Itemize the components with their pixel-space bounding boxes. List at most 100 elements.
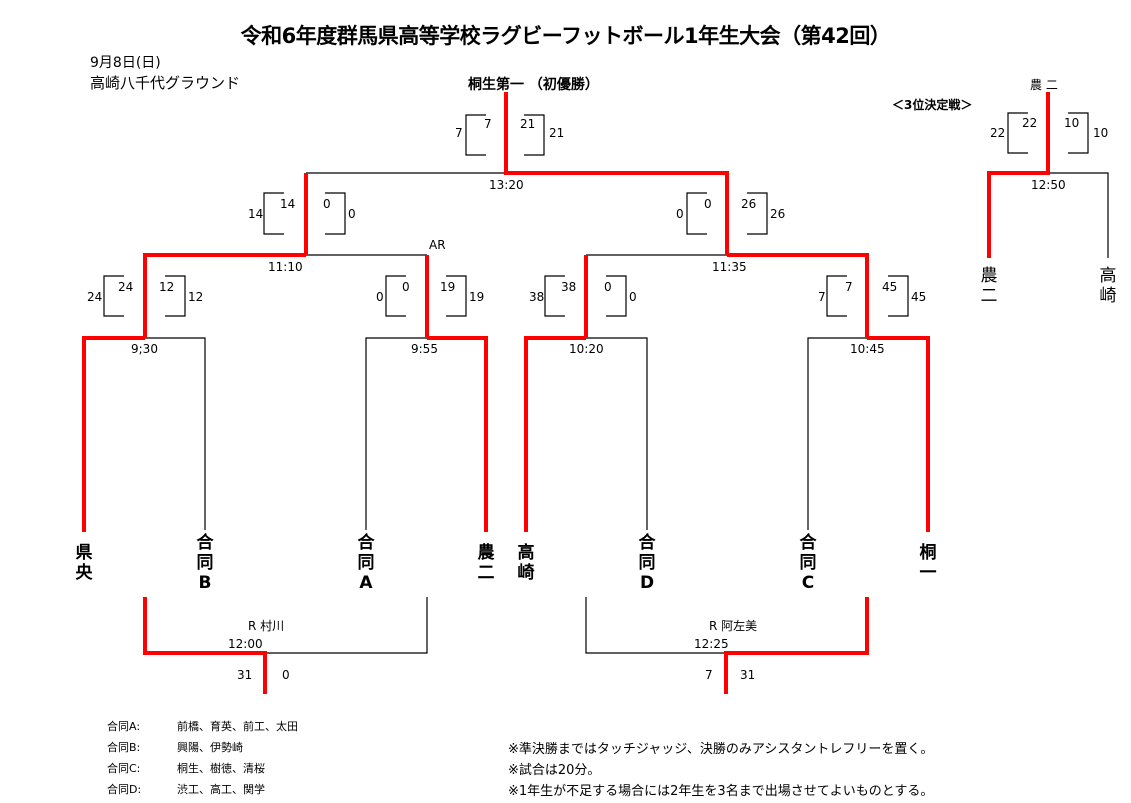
cons2-left-score: 7 <box>705 668 713 682</box>
score-total: 21 <box>549 126 565 140</box>
score-bracket <box>263 192 284 235</box>
team-char: C <box>801 573 815 593</box>
r1-m2-time: 9:55 <box>411 342 438 356</box>
score-bracket <box>544 275 565 317</box>
score-total: 0 <box>376 290 384 304</box>
r1-m2-winner-line <box>427 336 488 532</box>
event-venue: 高崎八千代グラウンド <box>90 74 241 92</box>
score-total: 7 <box>818 290 826 304</box>
score-bracket <box>606 275 627 317</box>
team-char: 合 <box>638 533 656 553</box>
cons2-loser-line <box>585 597 726 654</box>
joint-team-a: 合同A: 前橋、育英、前工、太田 <box>107 718 298 734</box>
sf1-winner-line <box>143 253 306 338</box>
joint-team-d: 合同D: 渋工、高工、関学 <box>107 781 265 797</box>
team-char: 二 <box>980 286 998 306</box>
score-half: 10 <box>1064 116 1080 130</box>
score-half: 12 <box>159 280 175 294</box>
sf2-winner-line <box>727 253 869 338</box>
r1-m2-loser-line <box>365 337 427 530</box>
joint-team-c: 合同C: 桐生、樹徳、清桜 <box>107 760 265 776</box>
r1-m3-loser-line <box>586 337 648 530</box>
team-noni: 農 二 <box>472 543 500 583</box>
score-bracket <box>686 192 707 235</box>
score-half: 19 <box>440 280 456 294</box>
score-half: 38 <box>561 280 577 294</box>
champion-label: 桐生第一 （初優勝） <box>468 77 599 93</box>
r1-m3-winner-line <box>524 336 586 532</box>
team-char: 同 <box>196 553 214 573</box>
team-char: 崎 <box>517 563 535 583</box>
score-half: 21 <box>520 117 536 131</box>
r1-m1-loser-line <box>145 337 206 530</box>
r1-m1-time: 9;30 <box>131 342 158 356</box>
joint-team-members: 渋工、高工、関学 <box>177 783 265 796</box>
score-half: 26 <box>741 197 757 211</box>
cons1-winner-line <box>143 597 267 694</box>
team-char: B <box>198 573 212 593</box>
score-total: 26 <box>770 207 786 221</box>
note-3: ※1年生が不足する場合には2年生を3名まで出場させてよいものとする。 <box>508 784 934 799</box>
score-total: 45 <box>911 290 927 304</box>
team-char: 二 <box>477 563 495 583</box>
score-half: 0 <box>402 280 410 294</box>
team-godo-d: 合 同 D <box>633 533 661 593</box>
score-bracket <box>103 275 124 317</box>
score-half: 24 <box>118 280 134 294</box>
cons2-time: 12:25 <box>694 637 729 651</box>
score-total: 22 <box>990 126 1006 140</box>
r1-m1-winner-line <box>82 336 145 532</box>
third-team-takasaki: 高 崎 <box>1094 266 1122 306</box>
team-char: 桐 <box>919 543 937 563</box>
score-half: 45 <box>882 280 898 294</box>
r1-m4-winner-line <box>867 336 930 532</box>
team-char: 農 <box>980 266 998 286</box>
score-bracket <box>385 275 406 317</box>
score-total: 7 <box>455 126 463 140</box>
score-total: 0 <box>348 207 356 221</box>
score-half: 0 <box>323 197 331 211</box>
score-bracket <box>524 114 545 156</box>
joint-team-b: 合同B:興陽、伊勢崎 <box>107 739 243 755</box>
score-total: 14 <box>248 207 264 221</box>
note-2: ※試合は20分。 <box>508 763 601 778</box>
note-1: ※準決勝まではタッチジャッジ、決勝のみアシスタントレフリーを置く。 <box>508 742 934 757</box>
sf2-time: 11:35 <box>712 260 747 274</box>
cons1-referee: R 村川 <box>248 619 285 633</box>
cons1-time: 12:00 <box>228 637 263 651</box>
score-total: 10 <box>1093 126 1109 140</box>
score-bracket <box>1068 112 1089 154</box>
team-char: 同 <box>357 553 375 573</box>
joint-team-members: 前橋、育英、前工、太田 <box>177 720 298 733</box>
team-godo-c: 合 同 C <box>794 533 822 593</box>
joint-team-members: 興陽、伊勢崎 <box>177 741 243 754</box>
team-char: D <box>639 573 655 593</box>
joint-team-label: 合同C: <box>107 762 141 775</box>
third-loser-line <box>1048 172 1109 258</box>
team-char: A <box>359 573 373 593</box>
joint-team-label: 合同D: <box>107 783 142 796</box>
r1-m4-loser-line <box>807 337 867 530</box>
team-char: 高 <box>1099 266 1117 286</box>
team-char: 県 <box>75 543 93 563</box>
score-bracket <box>165 275 186 317</box>
cons1-right-score: 0 <box>282 668 290 682</box>
cons1-left-score: 31 <box>237 668 253 682</box>
team-char: 一 <box>919 563 937 583</box>
score-total: 24 <box>87 290 103 304</box>
joint-team-label: 合同A: <box>107 720 141 733</box>
score-half: 22 <box>1022 116 1038 130</box>
team-char: 農 <box>477 543 495 563</box>
score-half: 0 <box>604 280 612 294</box>
final-time: 13:20 <box>489 178 524 192</box>
score-total: 0 <box>629 290 637 304</box>
score-bracket <box>465 114 486 156</box>
team-char: 同 <box>638 553 656 573</box>
joint-team-members: 桐生、樹徳、清桜 <box>177 762 265 775</box>
score-bracket <box>325 192 346 235</box>
sf1-time: 11:10 <box>268 260 303 274</box>
team-char: 合 <box>357 533 375 553</box>
score-half: 14 <box>280 197 296 211</box>
event-date: 9月8日(日) <box>90 55 161 71</box>
